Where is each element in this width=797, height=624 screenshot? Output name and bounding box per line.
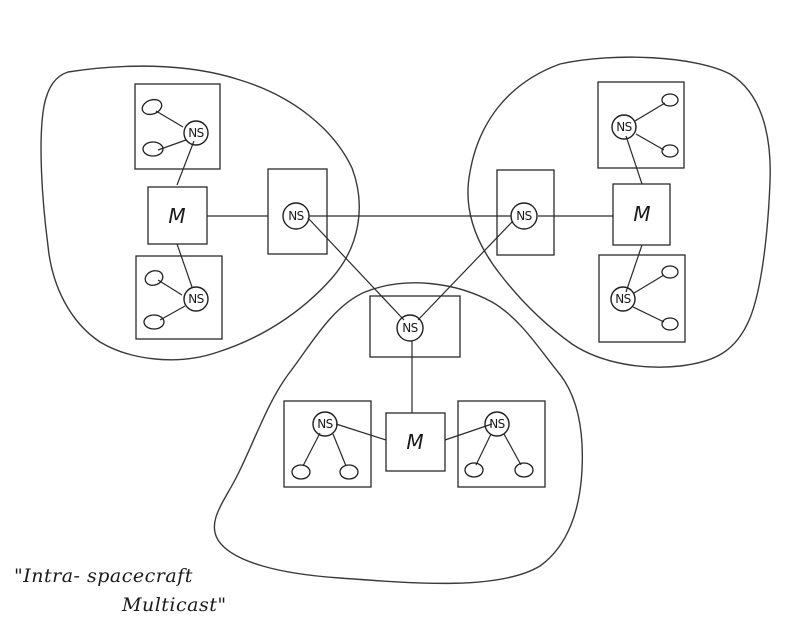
cluster-outline-right	[467, 56, 771, 368]
box-bottom-left	[135, 255, 223, 340]
m-label-bottom: M	[406, 430, 423, 454]
leaf-node	[661, 265, 679, 279]
ns-circle	[183, 120, 209, 146]
leaf-node	[661, 93, 679, 107]
link-mbottom-ns-br	[444, 423, 493, 441]
box-m-left	[147, 186, 208, 245]
leaf-node	[142, 141, 164, 157]
box-m-right	[612, 183, 671, 246]
ns-node-core-bottom: NS	[396, 314, 424, 342]
link-ns-bl-leaf-b	[159, 305, 186, 321]
link-ns-tr-leaf-a	[634, 102, 666, 122]
link-ns-bm-left-leaf-b	[332, 433, 347, 467]
link-ns-tr-leaf-b	[635, 133, 665, 151]
caption-line-2: Multicast"	[122, 594, 227, 616]
box-core-left	[267, 168, 328, 255]
box-bottom-mid-right	[457, 400, 546, 488]
leaf-node	[339, 464, 359, 480]
ns-label: NS	[317, 417, 333, 431]
link-ns-bm-right-leaf-b	[503, 433, 522, 466]
link-mright-ns-tr	[625, 135, 643, 185]
leaf-node	[464, 462, 484, 478]
ns-circle	[183, 286, 209, 312]
m-label-right: M	[633, 202, 650, 226]
ns-circle	[484, 411, 510, 437]
ns-node-top-right: NS	[611, 114, 637, 140]
ns-circle	[610, 286, 636, 312]
ns-label: NS	[188, 292, 204, 306]
ns-label: NS	[516, 209, 532, 223]
ns-label: NS	[615, 292, 631, 306]
ns-node-top-left: NS	[183, 120, 209, 146]
ns-node-core-left: NS	[282, 202, 310, 230]
cluster-outline-bottom	[213, 282, 584, 585]
leaf-node	[661, 317, 679, 331]
ns-label: NS	[489, 417, 505, 431]
leaf-node	[144, 270, 164, 286]
ns-node-bottom-mid-left: NS	[312, 411, 338, 437]
link-ns-core-right-ns-core-bottom	[417, 221, 513, 321]
m-label-left: M	[168, 204, 185, 228]
leaf-node	[291, 464, 311, 480]
leaf-node	[143, 314, 165, 330]
ns-label: NS	[288, 209, 304, 223]
box-bottom-right	[598, 254, 686, 343]
link-mright-ns-br	[625, 244, 643, 293]
link-ns-bm-left-leaf-a	[302, 432, 321, 467]
caption-line-1: "Intra- spacecraft	[14, 565, 193, 587]
link-mleft-ns-bl	[176, 243, 193, 288]
link-ns-bm-right-leaf-a	[475, 433, 492, 466]
link-mleft-ns-tl	[176, 140, 195, 186]
leaf-node	[141, 98, 163, 116]
ns-circle	[611, 114, 637, 140]
ns-circle	[396, 314, 424, 342]
ns-node-bottom-right: NS	[610, 286, 636, 312]
ns-node-bottom-left: NS	[183, 286, 209, 312]
link-ns-core-left-ns-core-bottom	[307, 217, 405, 321]
link-ns-br-leaf-a	[633, 274, 665, 294]
ns-circle	[510, 202, 538, 230]
ns-node-bottom-mid-right: NS	[484, 411, 510, 437]
cluster-outline-left	[40, 65, 360, 361]
ns-node-core-right: NS	[510, 202, 538, 230]
leaf-node	[661, 144, 679, 158]
link-ns-br-leaf-b	[632, 306, 665, 323]
box-bottom-mid-left	[283, 400, 372, 488]
box-top-right	[597, 81, 685, 169]
link-mbottom-ns-bl	[335, 423, 387, 441]
ns-circle	[282, 202, 310, 230]
box-top-left	[134, 83, 221, 170]
box-core-right	[496, 169, 555, 256]
box-core-bottom	[369, 295, 461, 358]
link-ns-tl-leaf-a	[155, 110, 184, 128]
leaf-node	[514, 462, 534, 478]
ns-circle	[312, 411, 338, 437]
link-ns-tl-leaf-b	[157, 139, 187, 151]
link-ns-bl-leaf-a	[157, 279, 183, 296]
ns-label: NS	[402, 321, 418, 335]
ns-label: NS	[188, 126, 204, 140]
box-m-bottom	[385, 412, 446, 472]
ns-label: NS	[616, 120, 632, 134]
